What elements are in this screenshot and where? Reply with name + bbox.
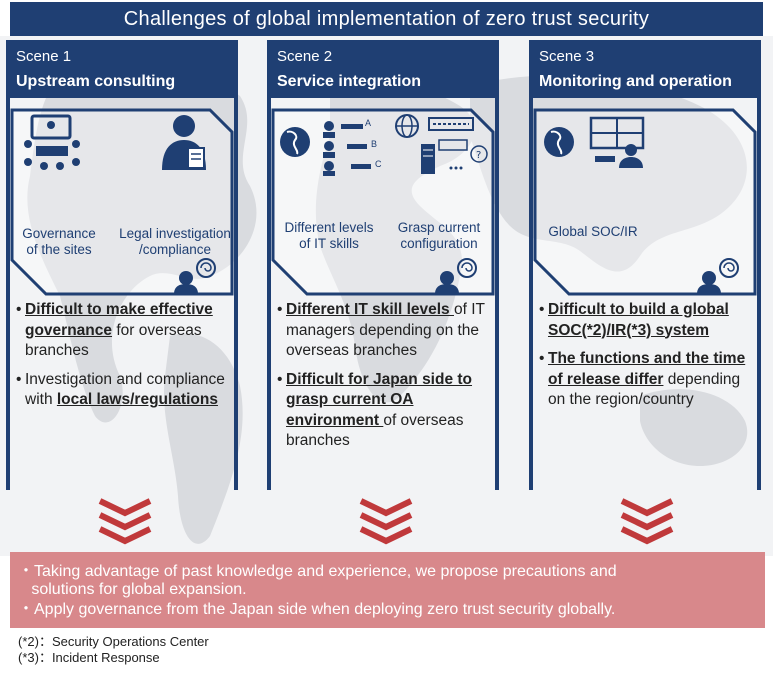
- scene-header: Scene 3 Monitoring and operation: [529, 40, 761, 98]
- bullet-dot: •: [277, 301, 283, 318]
- bullet-dot: •: [539, 350, 545, 367]
- bullet-emphasis: Difficult to build a global SOC(*2)/IR(*…: [548, 301, 729, 339]
- scene-name: Service integration: [277, 73, 422, 90]
- scene-column-2: Scene 2 Service integration A B C: [267, 40, 499, 490]
- solution-line: ・Taking advantage of past knowledge and …: [18, 563, 617, 580]
- scene-column-3: Scene 3 Monitoring and operation Global …: [529, 40, 761, 490]
- column-border: [267, 40, 271, 490]
- icon-label-skills: Different levels of IT skills: [277, 220, 381, 252]
- icon-label-text: Governance of the sites: [22, 226, 96, 257]
- svg-text:?: ?: [476, 150, 481, 161]
- scene-name: Monitoring and operation: [539, 73, 732, 90]
- skill-mark-a: A: [365, 118, 372, 128]
- pane-frame: [533, 108, 757, 296]
- icon-label-soc: Global SOC/IR: [543, 224, 643, 240]
- bullet-item: • The functions and the time of release …: [539, 349, 757, 411]
- scene-header: Scene 2 Service integration: [267, 40, 499, 98]
- bullet-item: • Different IT skill levels of IT manage…: [277, 300, 495, 362]
- column-border: [757, 40, 761, 490]
- bullet-plain: for overseas branches: [25, 321, 202, 360]
- skill-mark-c: C: [375, 159, 382, 169]
- solution-line: ・Apply governance from the Japan side wh…: [18, 601, 616, 618]
- footnote: (*2)：Security Operations Center: [18, 634, 209, 649]
- skill-mark-b: B: [371, 139, 378, 149]
- scene-illustration: Governance of the sites Legal investigat…: [10, 108, 234, 296]
- solution-line: solutions for global expansion.: [18, 581, 247, 598]
- soc-monitor-icon: [544, 116, 645, 168]
- scene-column-1: Scene 1 Upstream consulting Governance o…: [6, 40, 238, 490]
- legal-person-icon: [162, 115, 206, 170]
- thinking-person-icon: [697, 258, 739, 294]
- bullet-plain: of overseas branches: [286, 411, 464, 450]
- icon-label-configuration: Grasp current configuration: [385, 220, 493, 252]
- scene-bullets: • Difficult to build a global SOC(*2)/IR…: [539, 300, 757, 419]
- server-network-icon: ?: [395, 114, 488, 174]
- meeting-icon: [24, 114, 80, 170]
- scene-header: Scene 1 Upstream consulting: [6, 40, 238, 98]
- icon-label-text: Global SOC/IR: [548, 224, 638, 239]
- icon-label-text: Different levels of IT skills: [284, 220, 374, 251]
- column-border: [234, 40, 238, 490]
- skill-levels-icon: [280, 121, 371, 176]
- icon-label-text: Legal investigation /compliance: [119, 226, 231, 257]
- column-border: [529, 40, 533, 490]
- bullet-text: Investigation and compliance with local …: [25, 370, 234, 411]
- bullet-emphasis: Difficult for Japan side to grasp curren…: [286, 370, 473, 429]
- bullet-emphasis: Difficult to make effective governance: [25, 301, 213, 339]
- column-border: [495, 40, 499, 490]
- bullet-item: • Difficult to build a global SOC(*2)/IR…: [539, 300, 757, 341]
- scene-number: Scene 2: [277, 48, 333, 65]
- footnotes: (*2)：Security Operations Center (*3)：Inc…: [18, 634, 209, 666]
- bullet-dot: •: [16, 370, 22, 388]
- scene-illustration: Global SOC/IR: [533, 108, 757, 296]
- scene-number: Scene 3: [539, 48, 595, 65]
- bullet-plain: depending on the region/country: [548, 370, 741, 409]
- icon-label-governance: Governance of the sites: [14, 226, 104, 258]
- chevron-down-icon: [359, 498, 413, 545]
- scene-bullets: • Difficult to make effective governance…: [16, 300, 234, 419]
- bullet-dot: •: [277, 370, 283, 388]
- scene-bullets: • Different IT skill levels of IT manage…: [277, 300, 495, 460]
- bullet-text: Difficult for Japan side to grasp curren…: [286, 370, 495, 452]
- chevron-down-icon: [98, 498, 152, 545]
- scene-number: Scene 1: [16, 48, 72, 65]
- bullet-dot: •: [539, 301, 545, 318]
- bullet-item: • Investigation and compliance with loca…: [16, 370, 234, 411]
- bullet-plain: Investigation and compliance with: [25, 370, 225, 409]
- bullet-item: • Difficult to make effective governance…: [16, 300, 234, 362]
- thinking-person-icon: [435, 258, 477, 294]
- bullet-text: Different IT skill levels of IT managers…: [286, 300, 495, 362]
- bullet-dot: •: [16, 301, 22, 318]
- bullet-emphasis: The functions and the time of release di…: [548, 350, 746, 388]
- thinking-person-icon: [174, 258, 216, 294]
- column-border: [6, 40, 10, 490]
- bullet-emphasis: Different IT skill levels: [286, 301, 454, 318]
- bullet-text: Difficult to make effective governance f…: [25, 300, 234, 362]
- chevron-down-icon: [620, 498, 674, 545]
- scene-illustration: A B C ? Different levels of IT skills Gr…: [271, 108, 495, 296]
- bullet-emphasis: local laws/regulations: [56, 391, 218, 408]
- footnote: (*3)：Incident Response: [18, 650, 160, 665]
- bullet-text: Difficult to build a global SOC(*2)/IR(*…: [548, 300, 757, 341]
- bullet-plain: of IT managers depending on the overseas…: [286, 301, 485, 359]
- bullet-item: • Difficult for Japan side to grasp curr…: [277, 370, 495, 452]
- scene-name: Upstream consulting: [16, 73, 176, 90]
- icon-label-legal: Legal investigation /compliance: [110, 226, 240, 258]
- page-title: Challenges of global implementation of z…: [10, 2, 763, 36]
- solution-box: ・Taking advantage of past knowledge and …: [10, 552, 765, 628]
- icon-label-text: Grasp current configuration: [397, 220, 481, 251]
- bullet-text: The functions and the time of release di…: [548, 349, 757, 411]
